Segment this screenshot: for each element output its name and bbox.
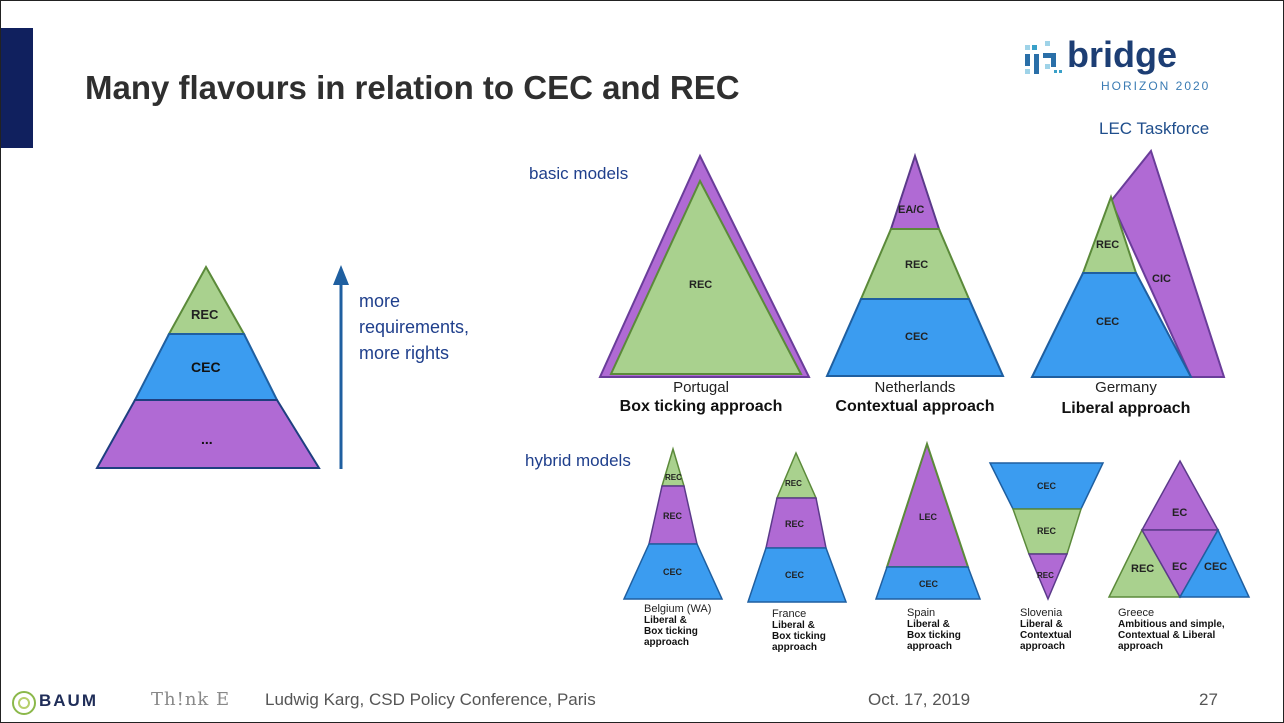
belgium-approach-3: approach xyxy=(644,637,690,648)
spain-pyramid xyxy=(874,440,982,600)
belgium-pyramid xyxy=(622,446,724,600)
belgium-layer-3: CEC xyxy=(663,567,683,577)
footer-date: Oct. 17, 2019 xyxy=(868,690,971,709)
france-layer-1: REC xyxy=(785,479,802,488)
france-layer-2: REC xyxy=(785,519,805,529)
greece-approach-3: approach xyxy=(1118,641,1164,652)
spain-approach-1: Liberal & xyxy=(907,619,950,630)
slovenia-approach-3: approach xyxy=(1020,641,1066,652)
arrow-text-1: more xyxy=(359,291,401,311)
arrow-text-2: requirements, xyxy=(359,317,470,337)
germany-layer-cic: CIC xyxy=(1152,273,1171,285)
greece-approach-1: Ambitious and simple, xyxy=(1118,619,1225,630)
belgium-country: Belgium (WA) xyxy=(644,603,712,615)
spain-layer-1: LEC xyxy=(919,512,937,522)
slovenia-layer-3: REC xyxy=(1037,571,1054,580)
germany-approach: Liberal approach xyxy=(1061,400,1191,417)
hybrid-models-heading: hybrid models xyxy=(525,451,631,470)
portugal-pyramid xyxy=(598,153,811,378)
slovenia-country: Slovenia xyxy=(1020,607,1063,619)
logo-brand: bridge xyxy=(1067,34,1178,75)
greece-layer-ec-top: EC xyxy=(1172,507,1188,519)
belgium-approach-2: Box ticking xyxy=(644,626,698,637)
spain-approach-2: Box ticking xyxy=(907,630,961,641)
baum-logo-text: BAUM xyxy=(39,691,98,710)
france-approach-3: approach xyxy=(772,642,818,653)
slovenia-approach-1: Liberal & xyxy=(1020,619,1063,630)
france-approach-2: Box ticking xyxy=(772,631,826,642)
basic-models-heading: basic models xyxy=(529,164,629,183)
intro-layer-cec: CEC xyxy=(191,359,221,375)
belgium-approach-1: Liberal & xyxy=(644,615,687,626)
netherlands-layer-cec: CEC xyxy=(905,331,929,343)
slovenia-layer-1: CEC xyxy=(1037,481,1057,491)
portugal-country: Portugal xyxy=(673,379,729,396)
greece-pyramid xyxy=(1107,459,1251,599)
netherlands-pyramid xyxy=(825,152,1005,377)
think-e-logo-text: Th!nk E xyxy=(151,689,231,710)
portugal-layer-rec: REC xyxy=(689,279,713,291)
france-layer-3: CEC xyxy=(785,570,805,580)
intro-layer-rec: REC xyxy=(191,307,219,322)
france-pyramid xyxy=(746,451,848,603)
greece-layer-cec: CEC xyxy=(1204,561,1228,573)
france-country: France xyxy=(772,608,807,620)
baum-logo-icon xyxy=(12,691,36,715)
netherlands-approach: Contextual approach xyxy=(835,398,995,415)
greece-country: Greece xyxy=(1118,607,1155,619)
germany-layer-cec: CEC xyxy=(1096,316,1120,328)
greece-layer-ec-mid: EC xyxy=(1172,561,1188,573)
netherlands-layer-rec: REC xyxy=(905,259,929,271)
intro-layer-etc: ... xyxy=(201,431,213,447)
footer-page-number: 27 xyxy=(1199,690,1218,709)
belgium-layer-1: REC xyxy=(665,473,682,482)
netherlands-country: Netherlands xyxy=(874,379,956,396)
intro-pyramid xyxy=(95,264,349,469)
slide-title: Many flavours in relation to CEC and REC xyxy=(85,69,740,106)
germany-country: Germany xyxy=(1095,379,1157,396)
slovenia-pyramid xyxy=(988,462,1105,601)
footer-author: Ludwig Karg, CSD Policy Conference, Pari… xyxy=(265,690,596,709)
portugal-approach: Box ticking approach xyxy=(619,398,783,415)
arrow-text-3: more rights xyxy=(359,343,450,363)
spain-approach-3: approach xyxy=(907,641,953,652)
slovenia-layer-2: REC xyxy=(1037,526,1057,536)
pyramid-layer-etc xyxy=(95,399,321,469)
slovenia-approach-2: Contextual xyxy=(1020,630,1072,641)
greece-approach-2: Contextual & Liberal xyxy=(1118,630,1216,641)
pyramid-layer-rec xyxy=(167,264,246,335)
greece-layer-rec: REC xyxy=(1131,563,1155,575)
belgium-layer-2: REC xyxy=(663,511,683,521)
spain-country: Spain xyxy=(907,607,936,619)
accent-bar xyxy=(1,28,33,148)
bridge-logo-icon xyxy=(1025,41,1062,74)
logo-caption: LEC Taskforce xyxy=(1099,119,1210,138)
logo-sub: HORIZON 2020 xyxy=(1101,79,1211,93)
germany-layer-rec: REC xyxy=(1096,239,1120,251)
arrow-head-icon xyxy=(333,265,349,285)
germany-pyramid xyxy=(1030,148,1226,378)
france-approach-1: Liberal & xyxy=(772,620,815,631)
spain-layer-2: CEC xyxy=(919,579,939,589)
netherlands-layer-eac: EA/C xyxy=(898,204,925,216)
